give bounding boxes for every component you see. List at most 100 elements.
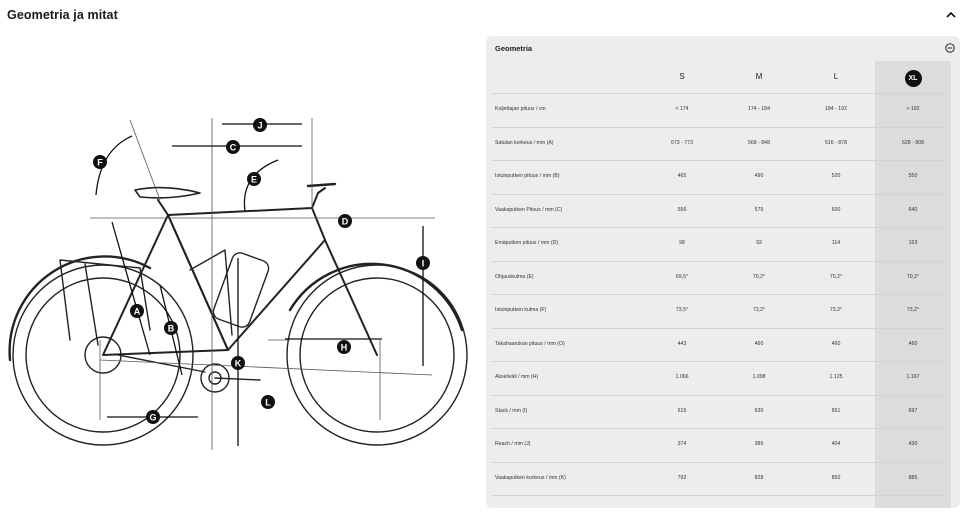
svg-text:C: C bbox=[230, 143, 237, 153]
table-cell: 1.167 bbox=[906, 374, 920, 380]
diagram-label-i: I bbox=[416, 256, 430, 270]
table-cell: 885 bbox=[908, 474, 918, 481]
table-cell: 850 bbox=[831, 474, 841, 481]
svg-text:I: I bbox=[422, 259, 425, 269]
table-cell: 630 bbox=[754, 407, 764, 414]
svg-text:E: E bbox=[251, 175, 257, 185]
table-cell: 430 bbox=[908, 441, 918, 447]
table-cell: 490 bbox=[754, 173, 764, 179]
table-cell: 69,5° bbox=[675, 273, 689, 280]
svg-text:D: D bbox=[342, 217, 349, 227]
table-cell: 92 bbox=[756, 240, 762, 246]
row-label: Vaakaputken korkeus / mm (K) bbox=[495, 474, 566, 481]
svg-text:H: H bbox=[341, 343, 348, 353]
table-end-divider bbox=[492, 495, 947, 496]
table-cell: 460 bbox=[754, 340, 764, 347]
table-row: Stack / mm (I) 615 630 651 697 bbox=[492, 394, 947, 429]
table-cell: 465 bbox=[677, 173, 687, 179]
diagram-label-a: A bbox=[130, 304, 144, 318]
table-cell: 575 bbox=[754, 206, 764, 213]
diagram-label-l: L bbox=[261, 395, 275, 409]
row-label: Akseliväli / mm (H) bbox=[495, 374, 539, 380]
table-cell: 520 bbox=[831, 173, 841, 179]
diagram-label-j: J bbox=[253, 118, 267, 132]
row-label: Ohjauskulma (E) bbox=[495, 273, 534, 280]
table-cell: 163 bbox=[908, 240, 918, 246]
table-cell: 651 bbox=[831, 407, 841, 414]
section-header[interactable]: Geometria ja mitat bbox=[0, 0, 960, 34]
size-header-xl[interactable]: XL bbox=[875, 70, 951, 87]
table-cell: 600 bbox=[831, 206, 841, 213]
table-cell: 374 bbox=[677, 441, 687, 447]
table-cell: 70,2° bbox=[829, 273, 843, 280]
row-label: Istuinputken pituus / mm (B) bbox=[495, 173, 560, 179]
table-cell: 628 - 908 bbox=[902, 139, 924, 146]
table-cell: 443 bbox=[677, 340, 687, 347]
panel-title: Geometria bbox=[495, 44, 533, 53]
table-cell: 568 - 848 bbox=[748, 139, 770, 146]
svg-text:F: F bbox=[97, 158, 103, 168]
table-cell: 697 bbox=[908, 407, 918, 414]
table-cell: 404 bbox=[831, 441, 841, 447]
table-cell: 516 - 878 bbox=[825, 139, 847, 146]
table-row: Takahaarukan pituus / mm (O) 443 460 460 460 bbox=[492, 327, 947, 362]
table-cell: 98 bbox=[679, 240, 685, 246]
table-cell: 114 bbox=[831, 240, 841, 246]
diagram-label-b: B bbox=[164, 321, 178, 335]
row-label: Takahaarukan pituus / mm (O) bbox=[495, 340, 565, 347]
table-cell: 385 bbox=[754, 441, 764, 447]
table-cell: 73,2° bbox=[906, 307, 920, 313]
size-header-l[interactable]: L bbox=[833, 72, 839, 81]
table-row: Akseliväli / mm (H) 1.066 1.098 1.125 1.167 bbox=[492, 361, 947, 395]
table-row: Emäputken pituus / mm (D) 98 92 114 163 bbox=[492, 227, 947, 261]
row-label: Kuljettajan pituus / cm bbox=[495, 106, 546, 112]
table-cell: 550 bbox=[908, 173, 918, 179]
row-label: Reach / mm (J) bbox=[495, 441, 531, 447]
table-cell: 73,2° bbox=[829, 307, 843, 313]
table-cell: 1.125 bbox=[829, 374, 843, 380]
row-label: Satulan korkeus / mm (A) bbox=[495, 139, 554, 146]
svg-text:G: G bbox=[149, 413, 156, 423]
table-cell: 73,2° bbox=[752, 307, 766, 313]
diagram-label-e: E bbox=[247, 172, 261, 186]
geometry-panel: Geometria S M L XL Kuljettajan pituus / … bbox=[486, 36, 960, 508]
table-cell: 792 bbox=[677, 474, 687, 481]
table-row: Ohjauskulma (E) 69,5° 70,2° 70,2° 70,2° bbox=[492, 260, 947, 295]
diagram-label-d: D bbox=[338, 214, 352, 228]
minus-circle-icon[interactable] bbox=[945, 43, 955, 53]
table-cell: 460 bbox=[831, 340, 841, 347]
table-cell: 460 bbox=[908, 340, 918, 347]
selected-size-column bbox=[875, 61, 951, 508]
row-label: Emäputken pituus / mm (D) bbox=[495, 240, 559, 246]
chevron-up-icon[interactable] bbox=[944, 8, 958, 22]
table-cell: 1.066 bbox=[675, 374, 689, 380]
svg-text:J: J bbox=[257, 121, 262, 131]
svg-text:B: B bbox=[168, 324, 175, 334]
svg-text:A: A bbox=[134, 307, 141, 317]
table-row: Istuinputken kulma (F) 73,5° 73,2° 73,2° 73,… bbox=[492, 294, 947, 328]
table-cell: 640 bbox=[908, 206, 918, 213]
table-cell: 70,2° bbox=[906, 273, 920, 280]
table-cell: 174 - 184 bbox=[748, 106, 770, 112]
table-cell: 70,2° bbox=[752, 273, 766, 280]
diagram-label-c: C bbox=[226, 140, 240, 154]
diagram-label-h: H bbox=[337, 340, 351, 354]
size-header-s[interactable]: S bbox=[679, 72, 685, 81]
bike-geometry-diagram: A B C D E F G H I J K L bbox=[8, 118, 468, 450]
table-cell: 1.098 bbox=[752, 374, 766, 380]
row-label: Istuinputken kulma (F) bbox=[495, 307, 547, 313]
table-cell: 184 - 192 bbox=[825, 106, 847, 112]
table-row: Vaakaputken korkeus / mm (K) 792 828 850 885 bbox=[492, 461, 947, 496]
table-cell: 73,5° bbox=[675, 307, 689, 313]
row-label: Stack / mm (I) bbox=[495, 407, 528, 414]
table-row: Reach / mm (J) 374 385 404 430 bbox=[492, 428, 947, 462]
section-title: Geometria ja mitat bbox=[7, 8, 118, 22]
size-header-m[interactable]: M bbox=[755, 72, 763, 81]
table-cell: 673 - 773 bbox=[671, 139, 693, 146]
table-cell: 828 bbox=[754, 474, 764, 481]
diagram-label-f: F bbox=[93, 155, 107, 169]
table-cell: 615 bbox=[677, 407, 687, 414]
table-row: Istuinputken pituus / mm (B) 465 490 520 550 bbox=[492, 160, 947, 194]
